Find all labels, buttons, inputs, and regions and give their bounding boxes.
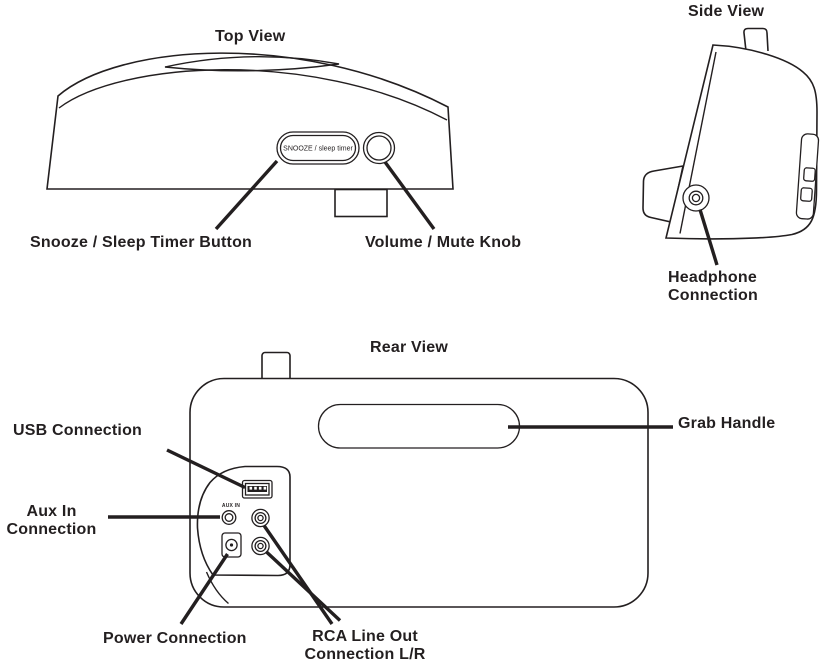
rca-callout-label: RCA Line Out Connection L/R <box>299 628 431 664</box>
aux-callout-line2: Connection <box>6 521 97 538</box>
volume-knob-inner <box>366 135 392 161</box>
top-view-handle-slot <box>164 56 340 72</box>
snooze-callout-label: Snooze / Sleep Timer Button <box>30 234 253 251</box>
side-view-panel-tab-top <box>803 167 816 182</box>
top-view-edge-curve <box>58 69 448 121</box>
power-callout-label: Power Connection <box>103 630 247 647</box>
headphone-callout-label: Headphone Connection <box>668 269 758 305</box>
usb-callout-label: USB Connection <box>13 422 143 439</box>
rca-callout-line2: Connection L/R <box>304 646 426 663</box>
rca-leader-line-right <box>264 550 342 622</box>
usb-leader-line <box>166 448 246 490</box>
usb-pin <box>254 486 257 490</box>
usb-port-tongue <box>247 486 267 492</box>
grab-handle-callout-label: Grab Handle <box>678 415 776 432</box>
snooze-button-text: SNOOZE / sleep timer <box>283 146 353 153</box>
volume-callout-label: Volume / Mute Knob <box>365 234 522 251</box>
headphone-callout-line2: Connection <box>668 287 758 304</box>
snooze-leader-line <box>214 159 279 231</box>
power-leader-line <box>179 553 229 625</box>
top-view-drawing: SNOOZE / sleep timer <box>46 52 454 231</box>
rca-jack-right-hole <box>257 542 264 550</box>
rca-callout-line1: RCA Line Out <box>312 628 418 645</box>
top-view-front-stub <box>334 188 388 218</box>
headphone-callout-line1: Headphone <box>668 269 757 286</box>
usb-pin <box>263 486 267 490</box>
rear-view-body <box>189 377 649 608</box>
side-view-title: Side View <box>688 3 765 20</box>
aux-callout-label: Aux In Connection <box>1 503 102 539</box>
rear-view-title: Rear View <box>370 339 448 356</box>
usb-pin <box>249 486 253 490</box>
grab-handle-slot <box>317 403 521 449</box>
side-view-body <box>664 44 818 240</box>
usb-pin <box>258 486 262 490</box>
top-view-body <box>46 52 454 190</box>
side-view-top-knob <box>743 27 769 52</box>
aux-callout-line1: Aux In <box>26 503 77 520</box>
headphone-jack-hole <box>691 193 701 203</box>
power-connector-pin <box>229 543 234 547</box>
side-view-panel-tab-bottom <box>800 187 813 202</box>
volume-leader-line <box>383 160 436 231</box>
side-view-drawing <box>642 27 820 266</box>
snooze-button-inner <box>279 134 357 162</box>
aux-jack-hole <box>224 513 234 522</box>
rear-view-drawing: AUX IN <box>108 351 673 625</box>
connection-panel-bottom-curve <box>205 571 229 605</box>
top-view-title: Top View <box>215 28 286 45</box>
aux-in-port-label: AUX IN <box>222 503 240 509</box>
rca-jack-left-hole <box>257 514 264 522</box>
rca-leader-line-left <box>262 524 334 625</box>
headphone-leader-line <box>698 209 719 266</box>
